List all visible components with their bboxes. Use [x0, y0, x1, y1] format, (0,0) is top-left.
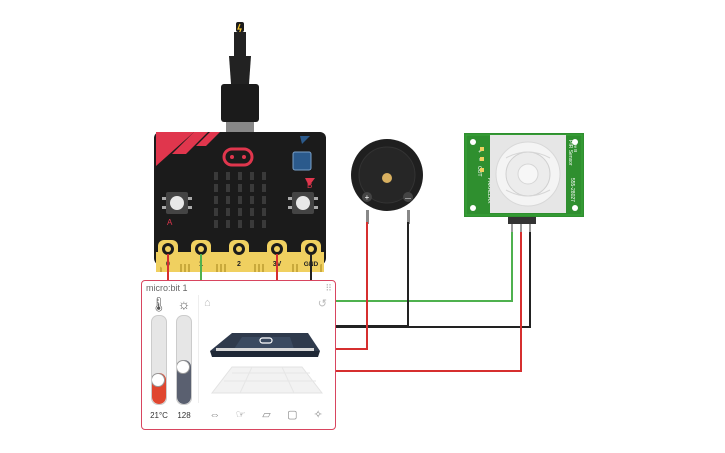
microbit-board[interactable]: A B 0 1 [154, 132, 326, 272]
reset-icon[interactable]: ↺ [317, 298, 327, 310]
sun-icon: ☼ [177, 296, 191, 312]
pir-sensor[interactable]: + – OUT PARALLAX PIR Sensor Rev B 555-28… [464, 133, 584, 236]
pir-title-label: PIR Sensor [567, 140, 573, 166]
microbit-3d-preview [210, 333, 324, 394]
svg-text:OUT: OUT [476, 166, 482, 177]
temperature-control: 🌡 21°C [147, 295, 171, 420]
gesture-toolbar: ⇔ ☞ ▱ ▢ ✧ [202, 405, 331, 425]
button-a-label: A [167, 218, 173, 227]
panel-divider [198, 295, 199, 403]
svg-text:+: + [476, 150, 482, 153]
temperature-slider[interactable] [151, 315, 167, 405]
face-down-gesture-button[interactable]: ✧ [313, 409, 323, 421]
button-b[interactable]: B [288, 181, 318, 214]
thermometer-icon: 🌡 [150, 296, 168, 312]
buzzer-minus-label: — [405, 196, 411, 202]
face-up-gesture-button[interactable]: ▢ [287, 409, 298, 421]
sensor-chip [292, 151, 312, 171]
svg-text:–: – [476, 158, 482, 161]
temperature-slider-knob[interactable] [152, 373, 165, 387]
home-icon[interactable]: ⌂ [204, 297, 211, 309]
light-control: ☼ 128 [172, 295, 196, 420]
buzzer-plus-label: + [365, 193, 370, 202]
button-b-label: B [307, 181, 312, 190]
wire-black-gnd-pir [310, 232, 531, 328]
button-a[interactable]: A [162, 192, 192, 227]
temperature-value: 21°C [150, 411, 168, 420]
simulator-panel-title: micro:bit 1 [146, 283, 188, 293]
tilt-right-gesture-button[interactable]: ▱ [262, 409, 271, 421]
usb-cable [221, 22, 259, 132]
piezo-buzzer[interactable]: + — [351, 139, 423, 224]
pin-2[interactable]: 2 [229, 240, 249, 268]
shake-gesture-button[interactable]: ⇔ [209, 409, 221, 421]
pir-rev-label: Rev B [573, 140, 578, 152]
tilt-left-gesture-button[interactable]: ☞ [235, 409, 246, 421]
pir-brand-label: PARALLAX [486, 178, 492, 204]
light-value: 128 [177, 411, 191, 420]
microbit-logo-icon [222, 147, 254, 167]
simulator-panel: micro:bit 1 ⠿ 🌡 21°C ☼ 128 ⌂ ↺ [141, 280, 336, 430]
pir-model-label: 555-28027 [569, 178, 575, 202]
led-matrix [214, 172, 266, 228]
pin-2-label: 2 [237, 261, 241, 268]
light-slider-knob[interactable] [177, 360, 190, 374]
wire-green-pin1-pir-out [200, 232, 513, 302]
drag-handle-icon[interactable]: ⠿ [325, 283, 332, 293]
light-slider[interactable] [176, 315, 192, 405]
